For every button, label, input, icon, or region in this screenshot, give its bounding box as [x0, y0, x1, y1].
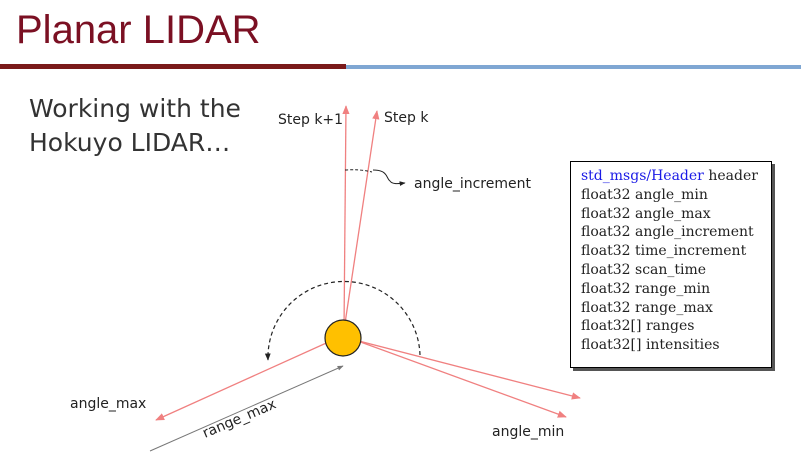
message-field-name: time_increment: [635, 243, 747, 260]
label-angle-min: angle_min: [492, 424, 564, 440]
subtitle: Working with the Hokuyo LIDAR…: [29, 94, 241, 157]
message-field: float32 scan_time: [581, 261, 771, 280]
ray-angle-max: [155, 334, 345, 421]
ray-step-k: [343, 110, 380, 331]
message-field-type: float32: [581, 261, 631, 278]
message-field-name: range_max: [635, 299, 713, 316]
message-field-type-link[interactable]: std_msgs/Header: [581, 168, 704, 184]
message-field-type: float32: [581, 205, 631, 222]
label-angle-max: angle_max: [70, 396, 146, 412]
message-field-type: float32: [581, 299, 631, 316]
message-field-name: header: [708, 168, 758, 184]
ray-angle-min: [354, 339, 581, 400]
message-field-type: float32: [581, 186, 631, 203]
message-field: float32 angle_increment: [581, 223, 771, 242]
message-field: float32[] ranges: [581, 317, 771, 336]
label-step-k: Step k: [384, 110, 429, 126]
angle-increment-arc: [344, 169, 373, 173]
message-field-type: float32: [581, 224, 631, 241]
range-max-arrow: [149, 365, 344, 452]
message-field-type: float32[]: [581, 318, 642, 335]
message-field-name: scan_time: [635, 261, 707, 278]
lidar-sensor: [324, 319, 362, 357]
title-rule-right: [346, 65, 801, 69]
ray-angle-min-2: [354, 339, 567, 418]
message-field-name: angle_increment: [635, 224, 754, 241]
label-range-max: range_max: [200, 396, 278, 441]
title-rule-left: [0, 64, 346, 69]
angle-increment-pointer: [372, 169, 406, 186]
message-field-name: angle_min: [635, 186, 708, 203]
label-angle-increment: angle_increment: [414, 176, 531, 192]
message-field: std_msgs/Header header: [581, 167, 771, 186]
message-field: float32 angle_max: [581, 205, 771, 224]
message-field: float32[] intensities: [581, 336, 771, 355]
scan-sweep-arc: [264, 280, 421, 361]
message-field-type: float32[]: [581, 337, 642, 354]
message-field-name: intensities: [645, 337, 720, 354]
ray-step-k1: [342, 105, 350, 331]
message-field-name: angle_max: [635, 205, 711, 222]
message-field: float32 range_max: [581, 299, 771, 318]
message-field: float32 range_min: [581, 280, 771, 299]
label-step-k1: Step k+1: [278, 112, 343, 128]
message-field-name: ranges: [645, 318, 695, 335]
slide-title: Planar LIDAR: [16, 8, 261, 52]
message-field-name: range_min: [635, 280, 711, 297]
message-field-type: float32: [581, 243, 631, 260]
message-field: float32 angle_min: [581, 186, 771, 205]
message-field: float32 time_increment: [581, 242, 771, 261]
message-field-type: float32: [581, 280, 631, 297]
